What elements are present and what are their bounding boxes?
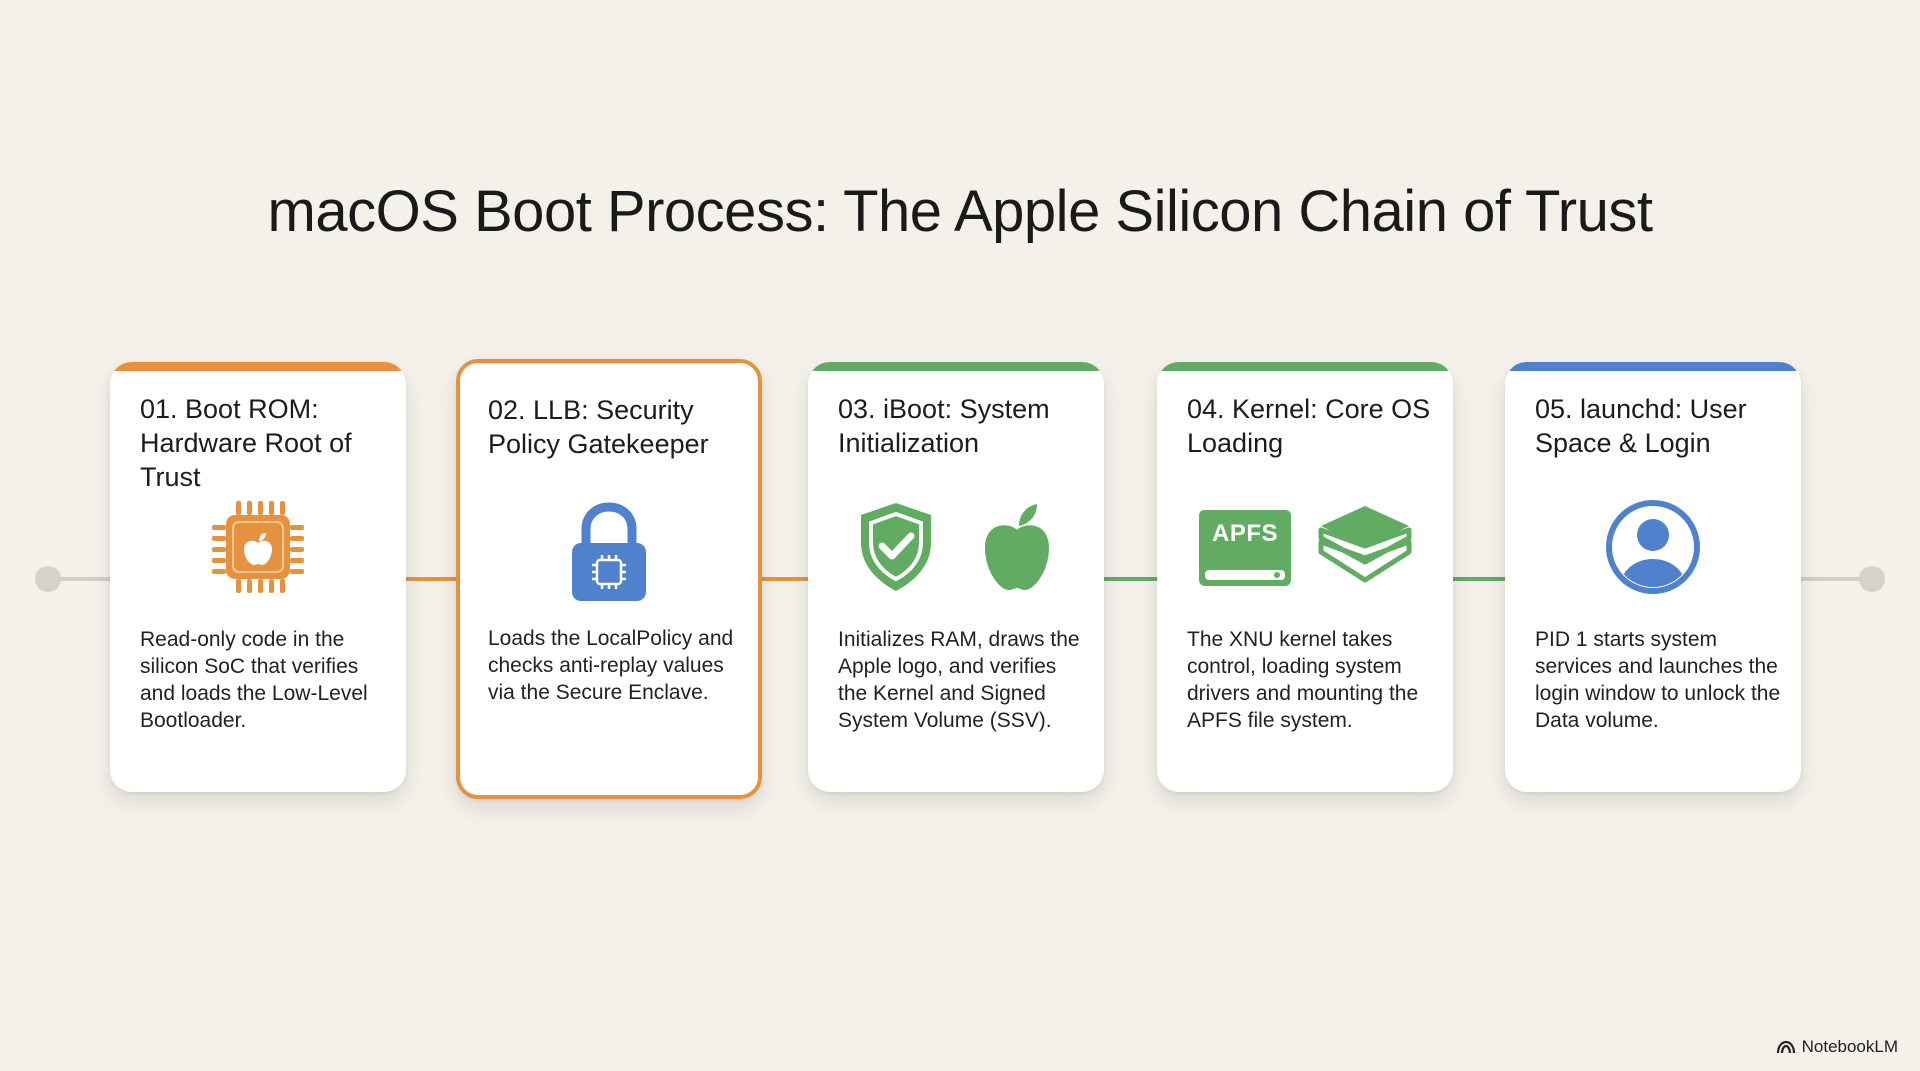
card-description: Loads the LocalPolicy and checks anti-re… <box>488 627 734 704</box>
card-description: The XNU kernel takes control, loading sy… <box>1187 628 1419 732</box>
watermark-text: NotebookLM <box>1801 1037 1898 1056</box>
card-accent-bar <box>808 362 1104 371</box>
card-description: Read-only code in the silicon SoC that v… <box>140 628 368 732</box>
apple-logo-icon <box>985 504 1049 590</box>
step-card-5: 05. launchd: User Space & Login PID 1 st… <box>1505 362 1801 792</box>
card-description: PID 1 starts system services and launche… <box>1535 628 1781 732</box>
watermark: NotebookLM <box>1776 1037 1898 1057</box>
page-title: macOS Boot Process: The Apple Silicon Ch… <box>267 179 1653 244</box>
step-card-4: 04. Kernel: Core OS Loading APFS The XNU… <box>1157 362 1453 792</box>
step-card-2: 02. LLB: Security Policy Gatekeeper Load… <box>456 359 762 799</box>
chip-apple-icon <box>212 501 304 593</box>
shield-check-icon <box>861 503 931 591</box>
apfs-drive-icon: APFS <box>1195 502 1295 592</box>
step-card-3: 03. iBoot: System Initialization Initial… <box>808 362 1104 792</box>
card-title: 04. Kernel: Core OS Loading <box>1187 394 1431 458</box>
card-title: 05. launchd: User Space & Login <box>1535 394 1747 458</box>
layers-icon <box>1318 506 1412 583</box>
notebooklm-logo-icon <box>1776 1040 1795 1054</box>
card-title: 01. Boot ROM: Hardware Root of Trust <box>140 394 352 492</box>
user-circle-icon <box>1606 500 1700 594</box>
timeline-start-dot <box>35 566 61 592</box>
padlock-chip-icon <box>572 502 646 601</box>
card-description: Initializes RAM, draws the Apple logo, a… <box>838 628 1080 732</box>
card-title: 02. LLB: Security Policy Gatekeeper <box>488 395 709 459</box>
timeline-end-dot <box>1859 566 1885 592</box>
card-accent-bar <box>110 362 406 371</box>
apfs-label: APFS <box>1211 520 1278 547</box>
card-title: 03. iBoot: System Initialization <box>838 394 1050 458</box>
step-card-1: 01. Boot ROM: Hardware Root of Trust Rea… <box>110 362 406 792</box>
card-accent-bar <box>1505 362 1801 371</box>
card-accent-bar <box>1157 362 1453 371</box>
